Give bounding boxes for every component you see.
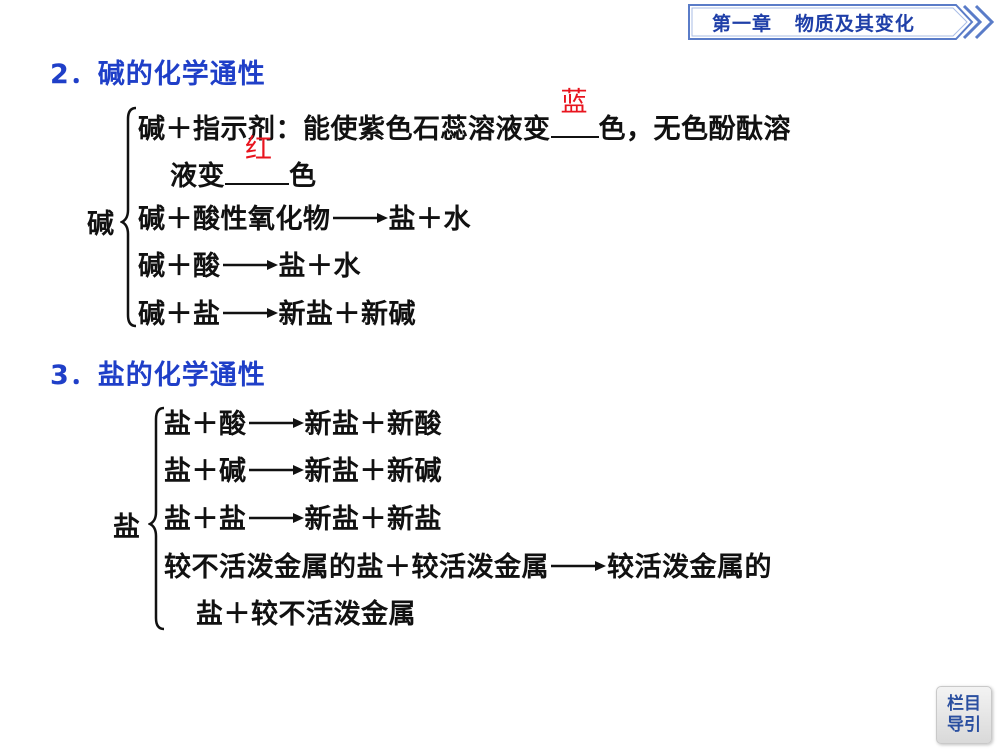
arrow-icon [332,212,388,223]
line-base-acid: 碱＋酸盐＋水 [138,251,361,282]
arrow-icon [248,512,304,523]
line-base-acidic-oxide: 碱＋酸性氧化物盐＋水 [138,204,471,235]
chapter-banner: 第一章 物质及其变化 [688,4,995,40]
arrow-icon [248,417,304,428]
section-title-salt: 3．盐的化学通性 [50,360,266,391]
arrow-icon [551,560,606,571]
section-guide-label-1: 栏目 [947,694,981,714]
line-salt-metal: 较不活泼金属的盐＋较活泼金属较活泼金属的 [164,552,772,583]
line-base-indicator: 碱＋指示剂：能使紫色石蕊溶液变蓝色，无色酚酞溶 [138,87,791,145]
brace-salt [148,405,168,633]
brace-label-salt: 盐 [113,512,140,543]
section-title-base: 2．碱的化学通性 [50,59,266,90]
blank-red: 红 [225,135,289,185]
line-salt-salt: 盐＋盐新盐＋新盐 [164,504,442,535]
line-base-indicator-cont: 液变红色 [170,134,317,192]
section-guide-button[interactable]: 栏目 导引 [936,686,992,744]
brace-base [120,105,140,330]
line-salt-acid: 盐＋酸新盐＋新酸 [164,409,442,440]
banner-chevron-icon [688,4,995,40]
answer-blue: 蓝 [560,87,588,118]
arrow-icon [222,259,278,270]
line-salt-base: 盐＋碱新盐＋新碱 [164,456,442,487]
answer-red: 红 [245,134,273,165]
arrow-icon [222,307,278,318]
section-guide-label-2: 导引 [947,715,981,735]
brace-label-base: 碱 [87,209,114,240]
line-base-salt: 碱＋盐新盐＋新碱 [138,299,416,330]
blank-blue: 蓝 [550,88,599,138]
line-salt-metal-cont: 盐＋较不活泼金属 [196,599,416,630]
arrow-icon [248,464,304,475]
chapter-title: 第一章 物质及其变化 [712,13,915,35]
